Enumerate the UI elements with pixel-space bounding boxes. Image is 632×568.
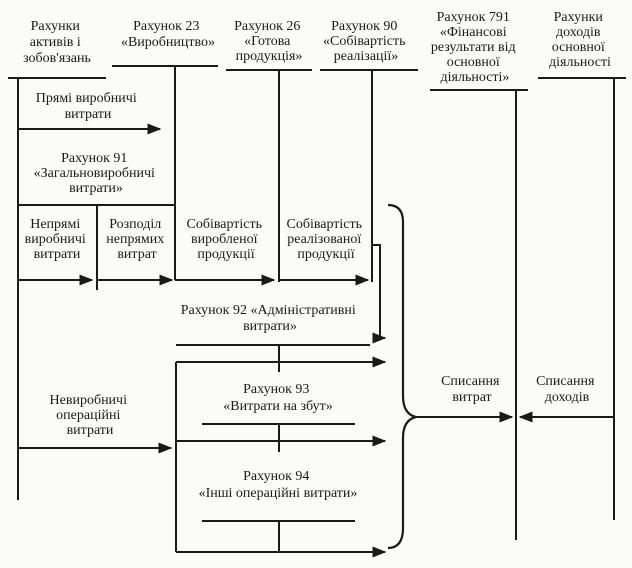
produced-cost-label: Собівартість виробленої продукції [186,217,265,262]
direct-costs-label: Прямі виробничі витрати [36,91,140,122]
account-92-label: Рахунок 92 «Адміністративні витрати» [181,303,360,334]
write-off-income-label: Списання доходів [536,374,598,405]
header-account-90: Рахунок 90 «Собівартість реалізації» [323,19,409,64]
header-account-23: Рахунок 23 «Виробництво» [121,19,215,50]
grouping-brace [387,203,417,550]
indirect-costs-label: Непрямі виробничі витрати [25,217,90,262]
sold-cost-label: Собівартість реалізованої продукції [286,217,365,262]
account-91-label: Рахунок 91 «Загальновиробничі витрати» [34,151,159,196]
write-off-expenses-label: Списання витрат [441,374,503,405]
header-assets-liabilities: Рахунки активів і зобов'язань [23,19,91,66]
account-90-connector [372,244,387,344]
indirect-allocation-label: Розподіл непрямих витрат [106,217,168,262]
account-94-label: Рахунок 94 «Інші операційні витрати» [199,469,358,501]
non-production-label: Невиробничі операційні витрати [50,393,131,438]
header-account-791: Рахунок 791 «Фінансові результати від ос… [431,10,519,85]
header-account-26: Рахунок 26 «Готова продукція» [234,19,304,64]
account-93-label: Рахунок 93 «Витрати на збут» [223,382,333,414]
header-income-accounts: Рахунки доходів основної діяльності [549,10,611,70]
